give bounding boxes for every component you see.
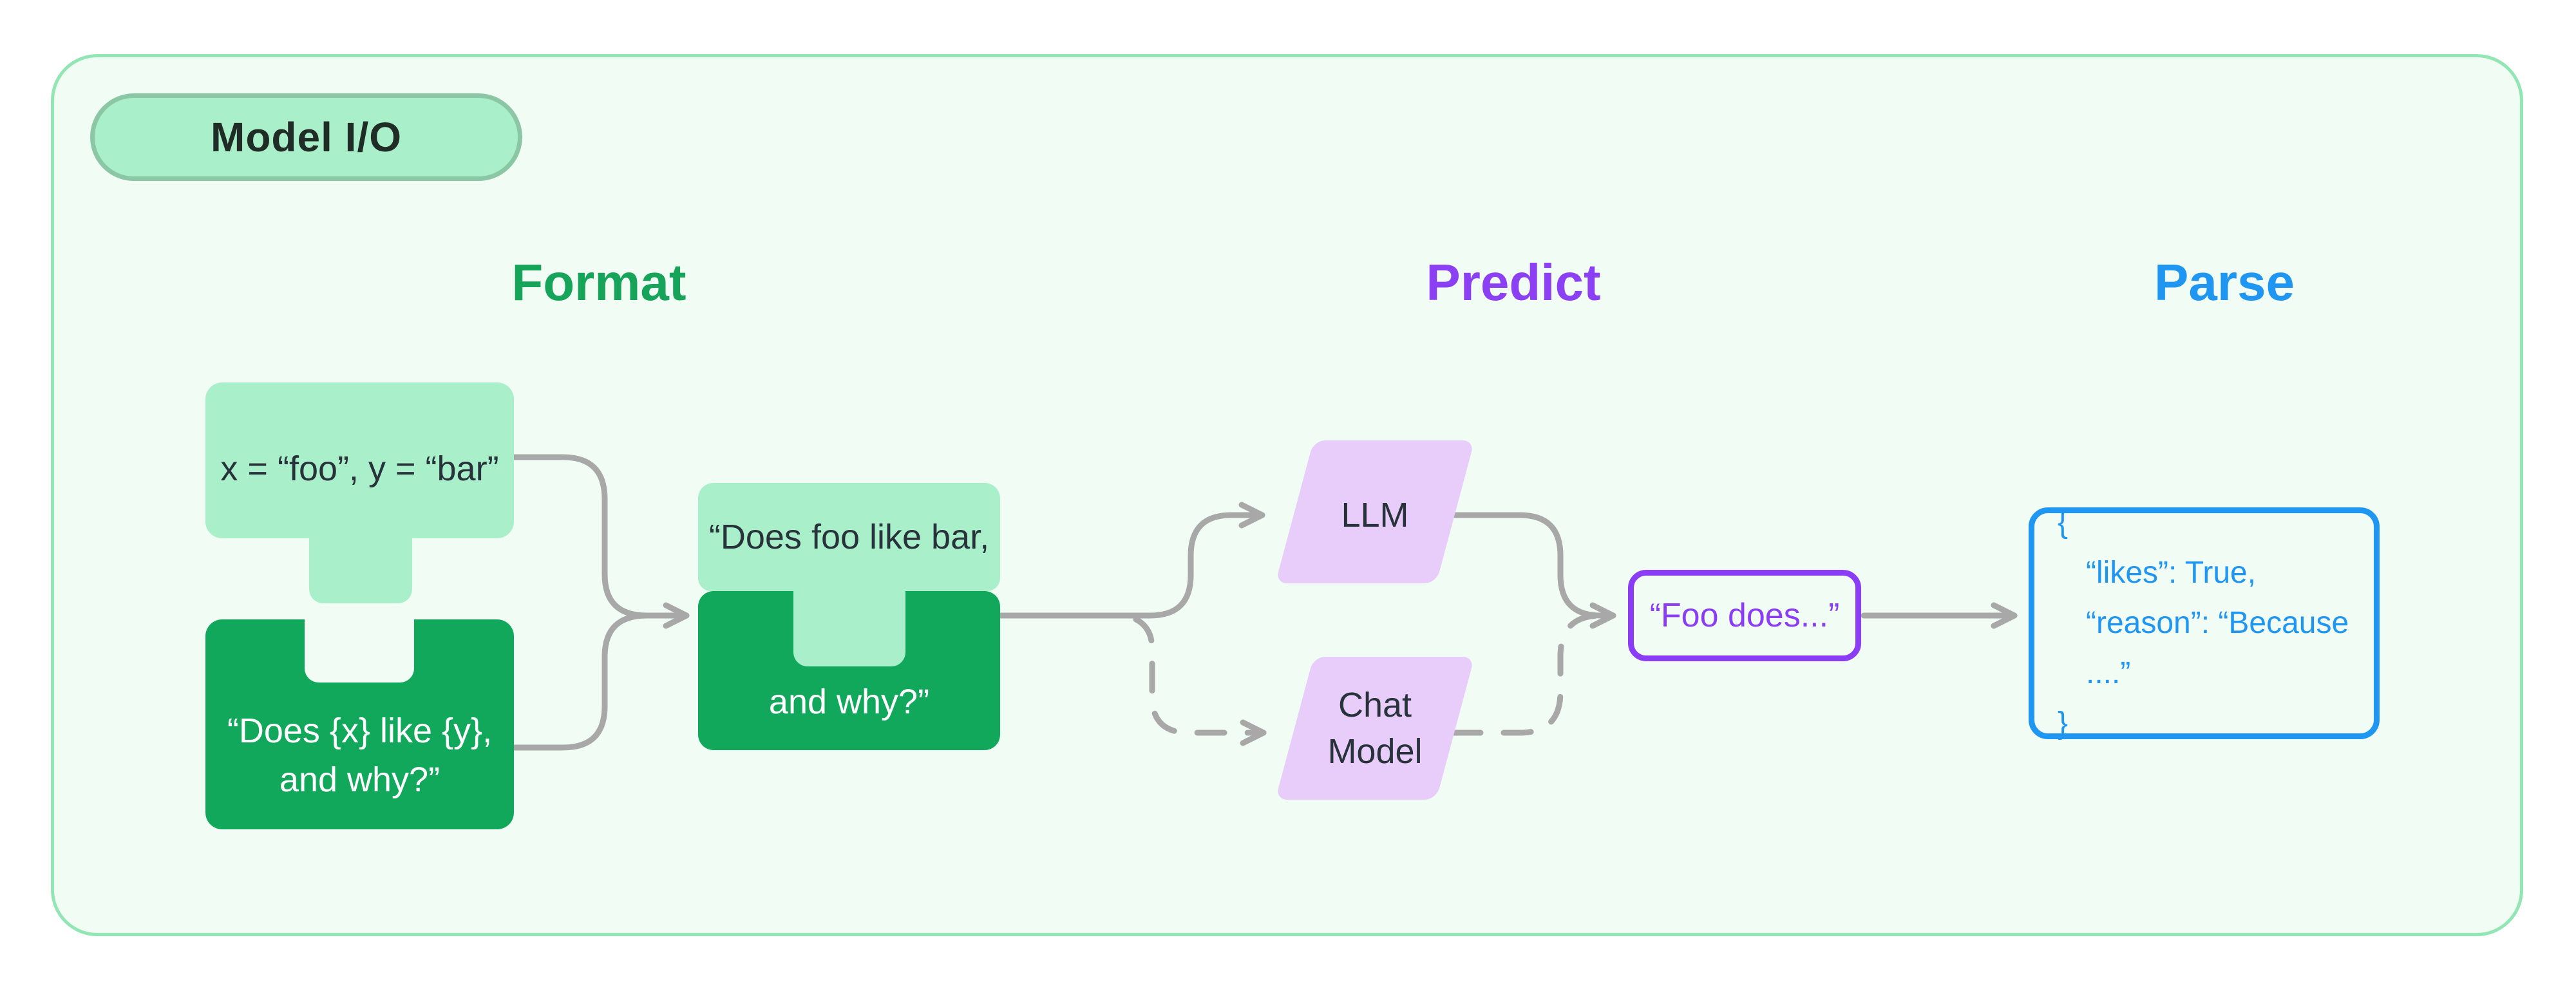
chat-model-text: Chat Model: [1294, 657, 1455, 800]
prompt-template-notch: [305, 618, 414, 683]
column-header-format: Format: [431, 254, 766, 311]
model-io-badge-label: Model I/O: [211, 114, 402, 160]
chat-model-line1: Chat: [1338, 686, 1412, 724]
parsed-output-line4: }: [2058, 706, 2069, 740]
model-output-node: “Foo does...”: [1628, 570, 1861, 661]
model-io-badge: Model I/O: [90, 93, 522, 181]
prompt-template-text: “Does {x} like {y}, and why?”: [205, 681, 514, 829]
input-values-line: x = “foo”, y = “bar”: [220, 449, 499, 488]
formatted-prompt-text-top: “Does foo like bar,: [698, 483, 1000, 591]
chat-model-line2: Model: [1327, 732, 1423, 771]
format-label: Format: [511, 254, 687, 311]
llm-label: LLM: [1341, 496, 1409, 534]
parsed-output-node: { “likes”: True, “reason”: “Because ....…: [2029, 505, 2380, 740]
parsed-output-line3: “reason”: “Because ....”: [2086, 606, 2349, 690]
formatted-prompt-line2: and why?”: [768, 683, 930, 721]
column-header-parse: Parse: [2057, 254, 2392, 311]
formatted-prompt-line1: “Does foo like bar,: [708, 518, 990, 556]
model-output-text: “Foo does...”: [1649, 597, 1840, 634]
prompt-template-line2: and why?”: [279, 760, 440, 799]
llm-text: LLM: [1294, 442, 1455, 589]
parse-label: Parse: [2154, 254, 2295, 311]
formatted-prompt-top: [698, 483, 1000, 591]
formatted-prompt-text-bottom: and why?”: [698, 670, 1000, 734]
input-values-node-tab: [309, 532, 412, 603]
parsed-output-line1: {: [2058, 505, 2069, 540]
input-values-text: x = “foo”, y = “bar”: [205, 382, 514, 555]
predict-label: Predict: [1426, 254, 1601, 311]
parsed-output-text: { “likes”: True, “reason”: “Because ....…: [2034, 498, 2374, 749]
input-values-node: [205, 382, 514, 538]
prompt-template-line1: “Does {x} like {y},: [227, 711, 493, 750]
parsed-output-line2: “likes”: True,: [2086, 556, 2257, 590]
column-header-predict: Predict: [1346, 254, 1681, 311]
formatted-prompt-tab: [793, 578, 905, 666]
